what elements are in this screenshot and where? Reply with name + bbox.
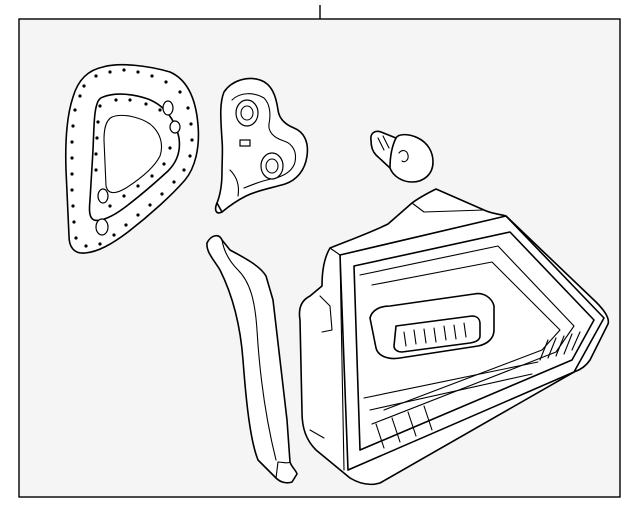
gasket-perforation-dot xyxy=(71,204,75,208)
gasket-perforation-dot xyxy=(158,108,162,112)
gasket-perforation-dot xyxy=(94,152,98,156)
gasket-perforation-dot xyxy=(70,140,74,144)
gasket-perforation-dot xyxy=(136,70,140,74)
gasket-perforation-dot xyxy=(108,70,112,74)
gasket-perforation-dot xyxy=(164,80,168,84)
gasket-perforation-dot xyxy=(172,180,176,184)
gasket-perforation-dot xyxy=(190,138,194,142)
gasket-perforation-dot xyxy=(150,174,154,178)
gasket-perforation-dot xyxy=(122,194,126,198)
gasket-perforation-dot xyxy=(188,154,192,158)
gasket-perforation-dot xyxy=(74,236,78,240)
gasket-perforation-dot xyxy=(94,168,98,172)
gasket-perforation-dot xyxy=(72,220,76,224)
gasket-perforation-dot xyxy=(128,98,132,102)
gasket-perforation-dot xyxy=(162,162,166,166)
gasket-perforation-dot xyxy=(124,223,128,227)
gasket-perforation-dot xyxy=(70,172,74,176)
gasket-perforation-dot xyxy=(95,136,99,140)
gasket-perforation-dot xyxy=(96,120,100,124)
gasket-perforation-dot xyxy=(168,146,172,150)
gasket-perforation-dot xyxy=(150,74,154,78)
gasket-perforation-dot xyxy=(136,184,140,188)
gasket-perforation-dot xyxy=(98,242,102,246)
gasket-perforation-dot xyxy=(84,244,88,248)
gasket-perforation-dot xyxy=(136,213,140,217)
gasket-perforation-dot xyxy=(186,106,190,110)
gasket-perforation-dot xyxy=(70,188,74,192)
gasket-perforation-dot xyxy=(94,74,98,78)
bracket-icon xyxy=(214,77,309,214)
tail-lamp-icon xyxy=(298,188,610,486)
gasket-perforation-dot xyxy=(160,192,164,196)
gasket-perforation-dot xyxy=(108,204,112,208)
gasket-perforation-dot xyxy=(82,84,86,88)
gasket-perforation-dot xyxy=(73,108,77,112)
gasket-icon xyxy=(64,63,200,254)
gasket-perforation-dot xyxy=(178,90,182,94)
bulb-icon xyxy=(370,130,434,183)
gasket-perforation-dot xyxy=(148,203,152,207)
gasket-perforation-dot xyxy=(78,94,82,98)
gasket-perforation-dot xyxy=(114,98,118,102)
gasket-perforation-dot xyxy=(144,102,148,106)
gasket-perforation-dot xyxy=(122,68,126,72)
gasket-perforation-dot xyxy=(71,124,75,128)
trim-panel-icon xyxy=(206,234,298,484)
gasket-perforation-dot xyxy=(70,156,74,160)
gasket-perforation-dot xyxy=(98,104,102,108)
gasket-perforation-dot xyxy=(112,233,116,237)
gasket-perforation-dot xyxy=(182,168,186,172)
gasket-perforation-dot xyxy=(189,122,193,126)
